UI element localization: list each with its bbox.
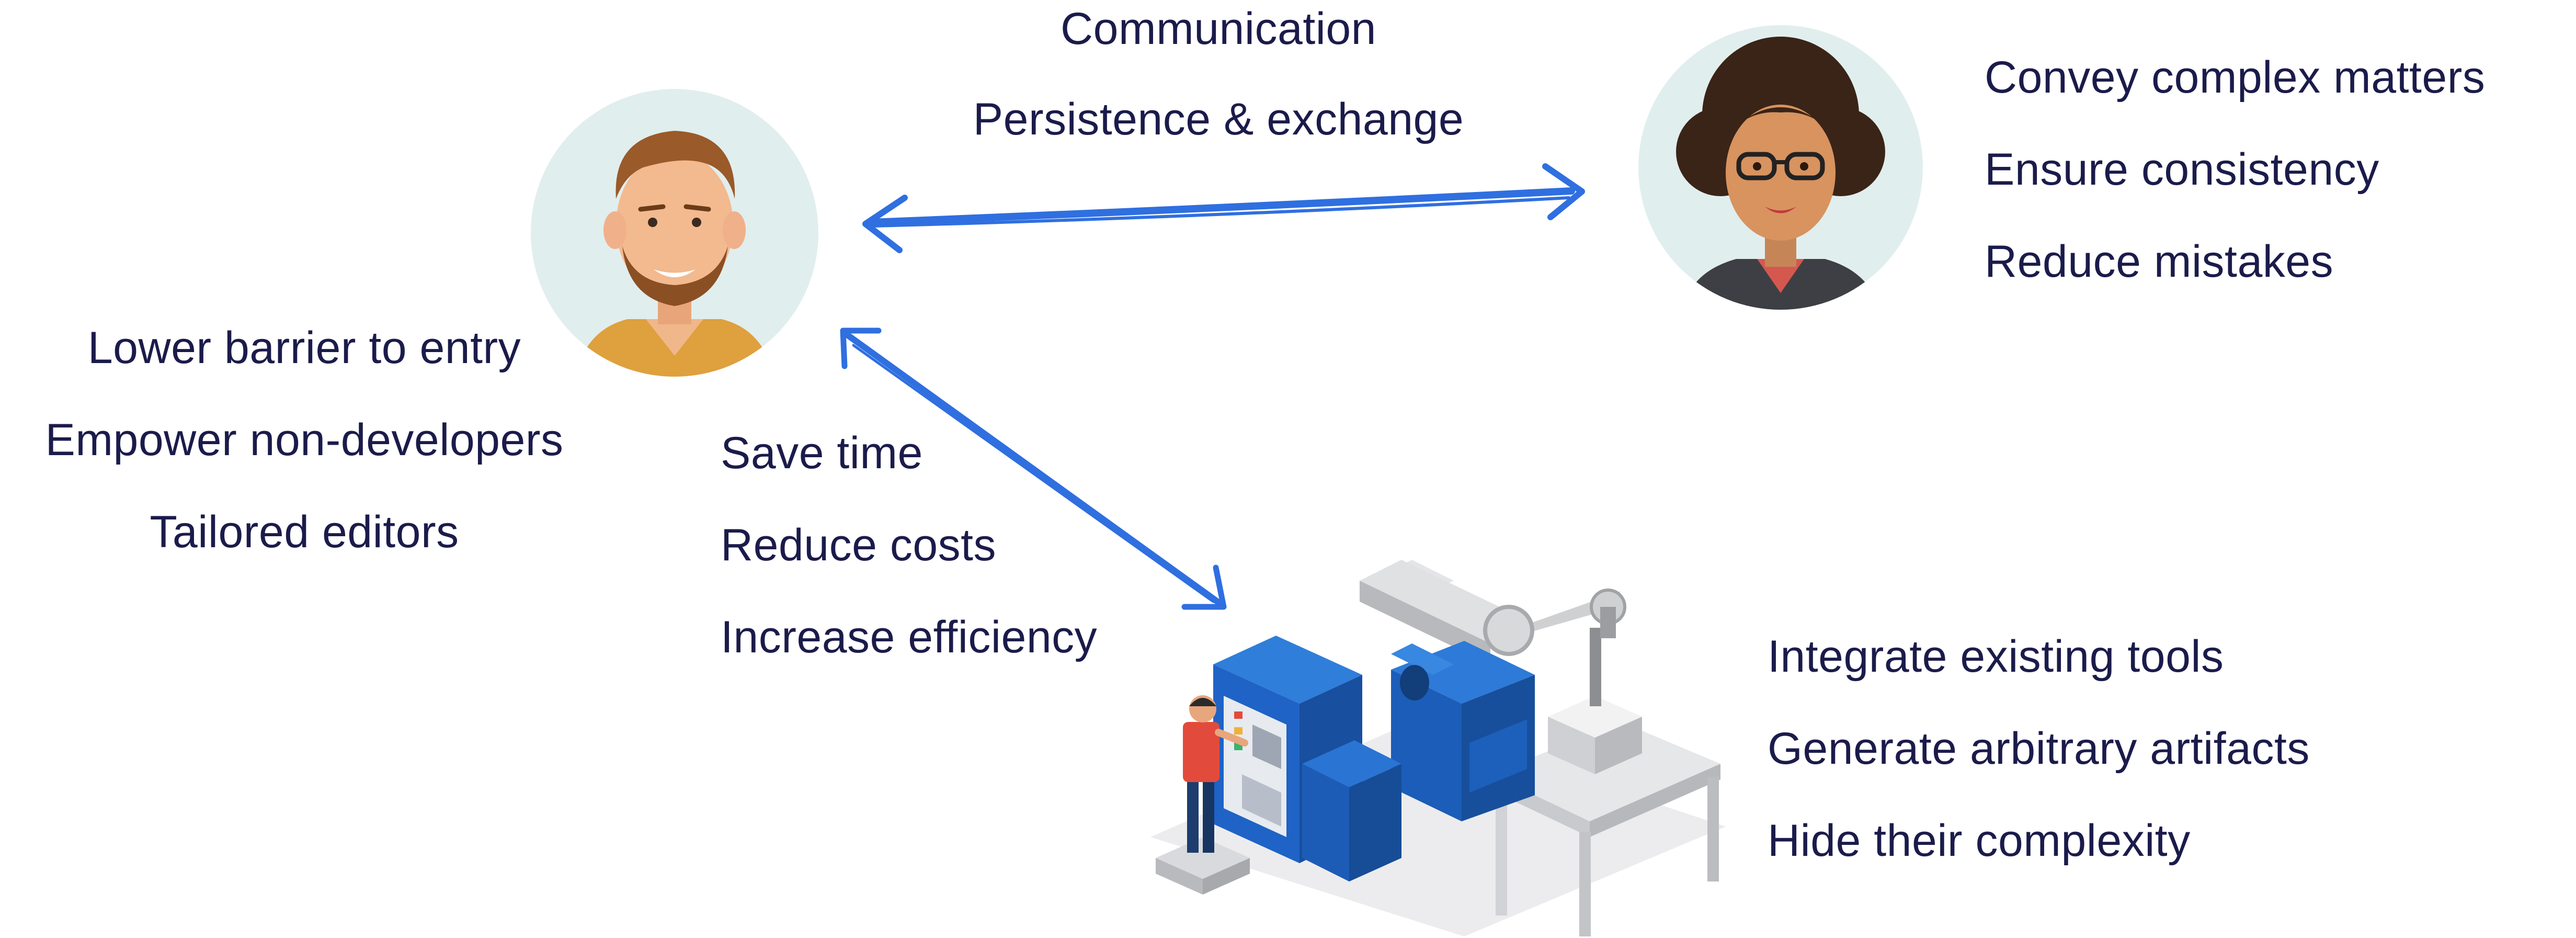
- expert-benefit: Convey complex matters: [1985, 52, 2486, 103]
- factory-robot-icon: [1150, 560, 1726, 936]
- expert-avatar-icon: [1638, 25, 1923, 310]
- automation-arrow: [840, 327, 1227, 610]
- automation-benefit: Increase efficiency: [721, 612, 1098, 662]
- tooling-benefit: Integrate existing tools: [1768, 631, 2224, 682]
- developer-benefit: Lower barrier to entry: [87, 323, 521, 373]
- developer-benefit: Empower non-developers: [45, 415, 564, 465]
- tooling-benefit: Hide their complexity: [1768, 816, 2191, 866]
- automation-benefit: Save time: [721, 428, 923, 478]
- communication-subtitle: Persistence & exchange: [973, 94, 1464, 144]
- expert-benefit: Ensure consistency: [1985, 144, 2379, 195]
- developer-benefit: Tailored editors: [150, 507, 459, 557]
- automation-benefit: Reduce costs: [721, 520, 997, 570]
- communication-title: Communication: [1061, 4, 1376, 54]
- communication-arrow: [862, 163, 1585, 253]
- developer-avatar-icon: [531, 89, 818, 377]
- expert-benefit: Reduce mistakes: [1985, 236, 2334, 287]
- tooling-benefit: Generate arbitrary artifacts: [1768, 724, 2310, 774]
